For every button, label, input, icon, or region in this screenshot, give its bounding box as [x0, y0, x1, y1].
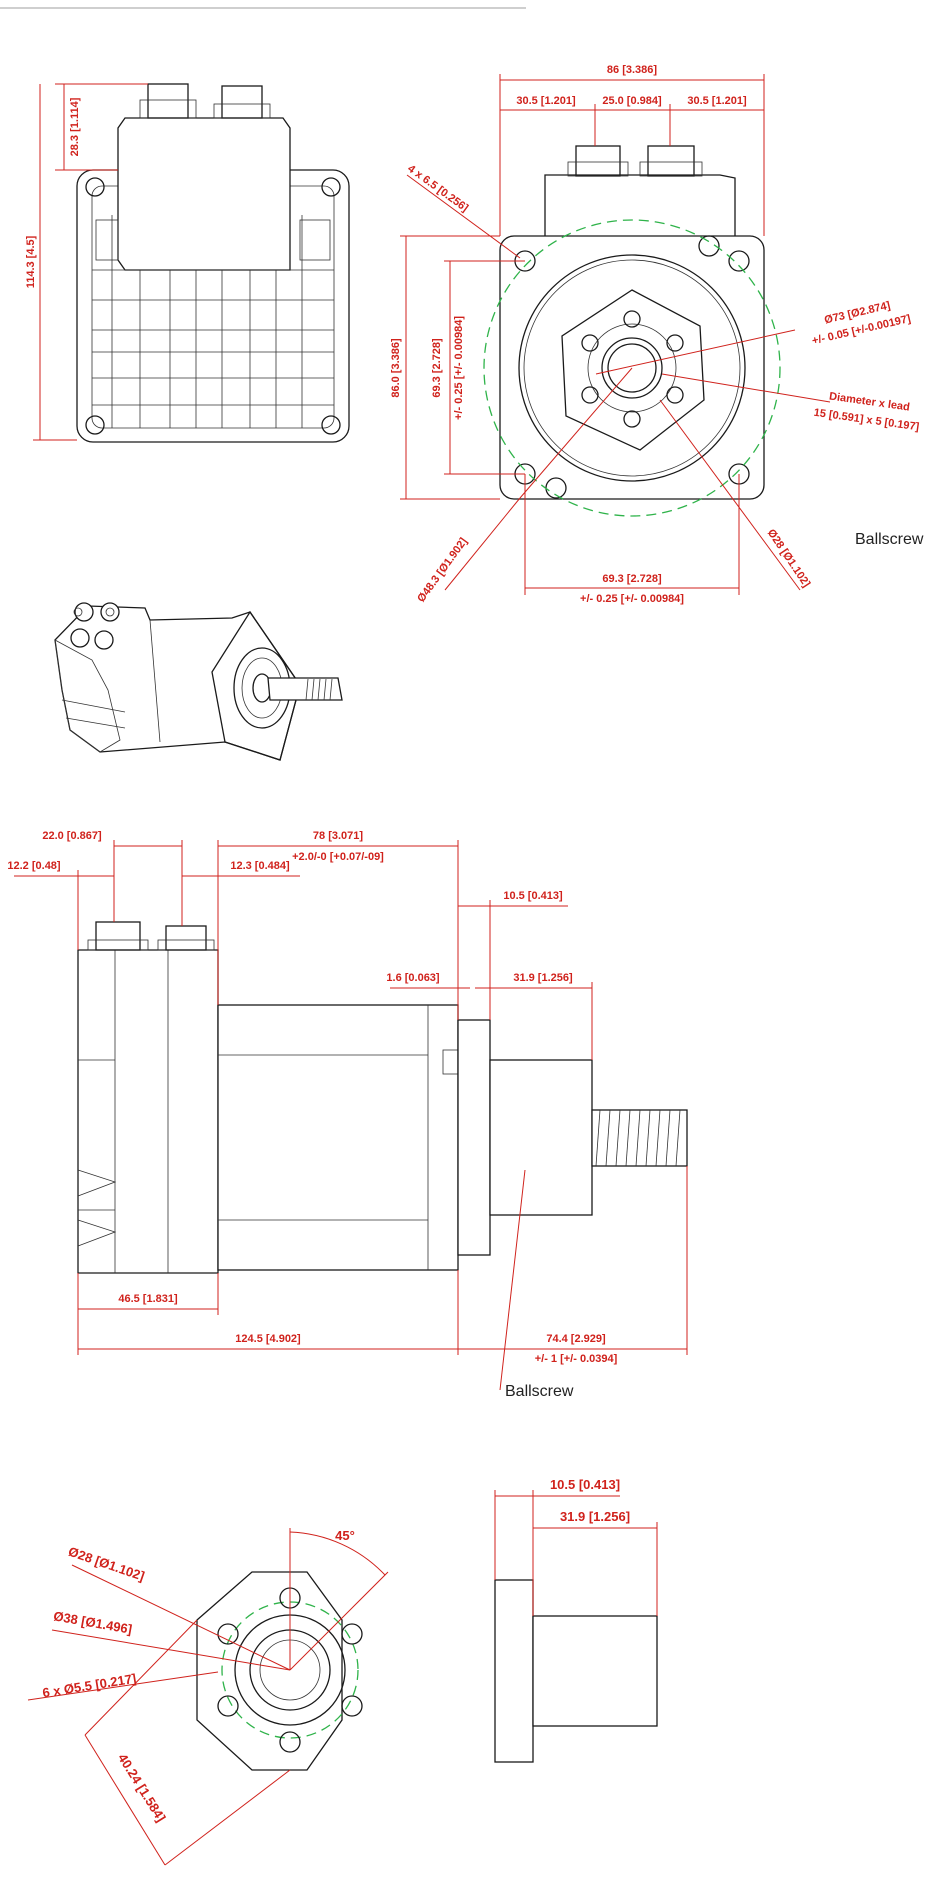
nut-outer-dia-dim: Ø28 [Ø1.102] [66, 1544, 146, 1584]
nut-side-len-dim: 31.9 [1.256] [560, 1509, 630, 1524]
side-screw-tol: +/- 1 [+/- 0.0394] [535, 1353, 618, 1365]
nut-front-view: 45° Ø28 [Ø1.102] Ø38 [Ø1.496] 6 x Ø5.5 [… [27, 1528, 389, 1866]
ballscrew-label-side: Ballscrew [505, 1383, 574, 1400]
front-view: 86 [3.386] 30.5 [1.201] 25.0 [0.984] 30.… [390, 64, 924, 605]
side-nut-len-dim: 31.9 [1.256] [513, 972, 573, 984]
front-bc-vert-tol: +/- 0.25 [+/- 0.00984] [453, 316, 465, 420]
front-holes-dim: 4 x 6.5 [0.256] [405, 163, 470, 215]
front-height-dim: 86.0 [3.386] [390, 338, 402, 398]
back-view: 28.3 [1.114] 114.3 [4.5] [25, 83, 350, 443]
side-conn-spacing-dim: 22.0 [0.867] [42, 830, 102, 842]
isometric-view [54, 602, 343, 761]
side-pilot-dim: 1.6 [0.063] [386, 972, 440, 984]
ballscrew-label-front: Ballscrew [855, 531, 924, 548]
nut-flat-dim: 40.24 [1.584] [115, 1751, 169, 1825]
nut-side-view: 10.5 [0.413] 31.9 [1.256] [494, 1477, 658, 1763]
side-body-tol: +2.0/-0 [+0.07/-09] [292, 851, 384, 863]
side-body-len-dim: 78 [3.071] [313, 830, 363, 842]
nut-angle-dim: 45° [335, 1528, 355, 1543]
back-conn-height-dim: 28.3 [1.114] [69, 97, 81, 156]
front-width-dim: 86 [3.386] [607, 64, 657, 76]
front-bc-vert-dim: 69.3 [2.728] [431, 338, 443, 398]
side-flange-dim: 10.5 [0.413] [503, 890, 563, 902]
side-view: 22.0 [0.867] 12.2 [0.48] 78 [3.071] +2.0… [7, 830, 688, 1400]
front-conn-right-dim: 30.5 [1.201] [687, 95, 747, 107]
side-rear-len-dim: 46.5 [1.831] [118, 1293, 178, 1305]
side-conn-right-dim: 12.3 [0.484] [230, 860, 290, 872]
front-bc-horiz-dim: 69.3 [2.728] [602, 573, 662, 585]
front-bc-horiz-tol: +/- 0.25 [+/- 0.00984] [580, 593, 684, 605]
front-nut-dia-dim: Ø28 [Ø1.102] [765, 527, 813, 590]
side-total-len-dim: 124.5 [4.902] [235, 1333, 301, 1345]
front-conn-mid-dim: 25.0 [0.984] [602, 95, 662, 107]
side-screw-len-dim: 74.4 [2.929] [546, 1333, 606, 1345]
back-total-height-dim: 114.3 [4.5] [25, 235, 37, 288]
side-conn-left-dim: 12.2 [0.48] [7, 860, 61, 872]
nut-side-flange-dim: 10.5 [0.413] [550, 1477, 620, 1492]
front-conn-left-dim: 30.5 [1.201] [516, 95, 576, 107]
